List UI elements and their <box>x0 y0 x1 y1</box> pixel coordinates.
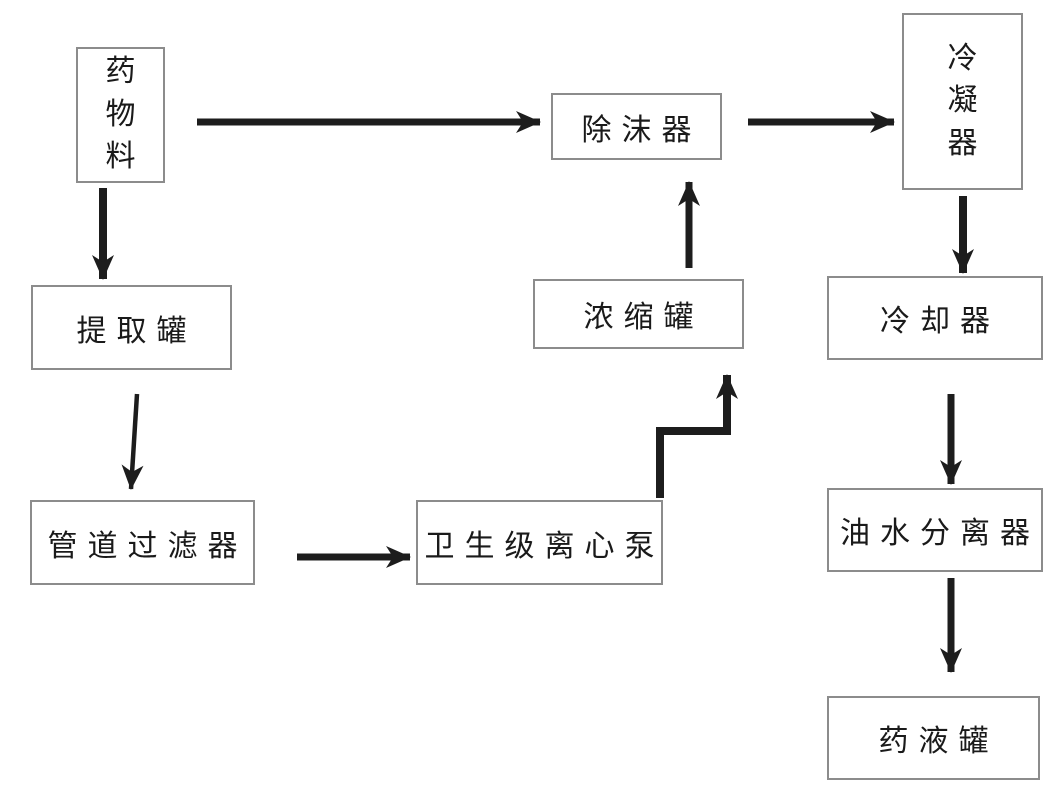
node-oil-water-separator: 油水分离器 <box>827 488 1043 572</box>
node-sanitary-centrifugal-pump-label: 卫生级离心泵 <box>424 529 665 563</box>
node-drug-material: 药物料 <box>76 47 165 183</box>
node-oil-water-separator-label: 油水分离器 <box>840 517 1040 550</box>
node-cooler-label: 冷却器 <box>880 305 1000 338</box>
node-drug-material-label: 药物料 <box>105 55 136 174</box>
node-liquid-medicine-tank: 药液罐 <box>827 696 1040 780</box>
node-pipe-filter-label: 管道过滤器 <box>47 529 248 563</box>
node-demister: 除沫器 <box>551 93 722 160</box>
node-pipe-filter: 管道过滤器 <box>30 500 255 585</box>
arrow-pump-to-concentration-tank <box>656 374 738 498</box>
node-extraction-tank: 提取罐 <box>31 285 232 370</box>
arrow-extraction-tank-to-pipe-filter <box>121 393 144 490</box>
node-demister-label: 除沫器 <box>581 113 702 147</box>
node-condenser-label: 冷凝器 <box>947 41 978 160</box>
node-liquid-medicine-tank-label: 药液罐 <box>878 725 999 758</box>
node-extraction-tank-label: 提取罐 <box>76 314 197 348</box>
node-cooler: 冷却器 <box>827 276 1043 360</box>
node-concentration-tank: 浓缩罐 <box>533 279 744 349</box>
node-condenser: 冷凝器 <box>902 13 1023 190</box>
node-sanitary-centrifugal-pump: 卫生级离心泵 <box>416 500 663 585</box>
node-concentration-tank-label: 浓缩罐 <box>583 301 704 334</box>
